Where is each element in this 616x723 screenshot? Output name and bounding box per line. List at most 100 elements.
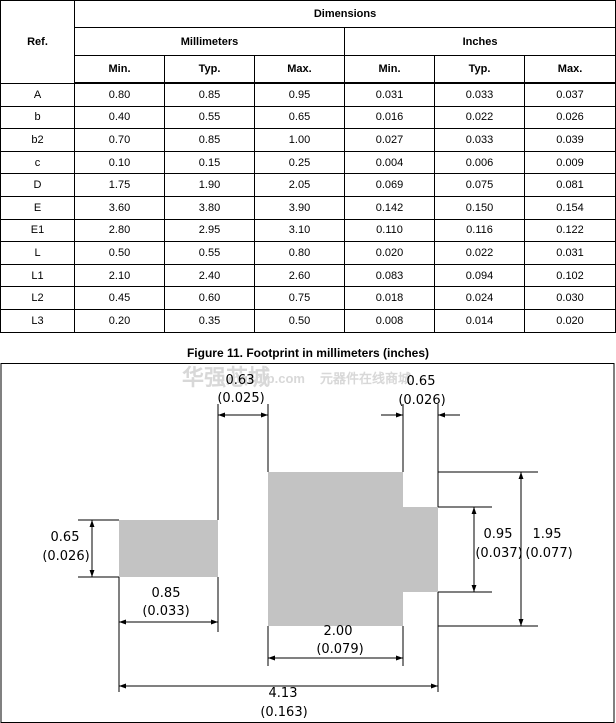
mm-typ-cell: 0.55 — [164, 105, 255, 130]
in-typ-cell: 0.150 — [434, 195, 525, 220]
ref-cell: D — [0, 173, 75, 197]
total-height-in-label: (0.077) — [525, 546, 572, 561]
mm-max-header: Max. — [254, 55, 345, 84]
in-max-cell: 0.020 — [523, 308, 616, 333]
total-width-in-label: (0.163) — [260, 705, 307, 720]
watermark-slogan: 元器件在线商城 — [320, 371, 411, 386]
tab-height-in-label: (0.037) — [475, 546, 522, 561]
ref-cell: E1 — [0, 218, 75, 243]
in-typ-cell: 0.033 — [434, 128, 525, 152]
mm-min-cell: 3.60 — [74, 195, 165, 220]
right-width-mm-label: 2.00 — [324, 624, 353, 639]
mm-typ-header: Typ. — [164, 55, 255, 84]
notch-mm-label: 0.65 — [407, 374, 436, 389]
mm-typ-cell: 0.85 — [164, 82, 255, 107]
gap-mm-label: 0.63 — [226, 373, 255, 388]
mm-max-cell: 0.95 — [254, 82, 345, 107]
mm-typ-cell: 1.90 — [164, 173, 255, 197]
in-typ-header: Typ. — [434, 55, 525, 84]
mm-min-cell: 0.70 — [74, 128, 165, 152]
notch-in-label: (0.026) — [398, 393, 445, 408]
in-max-cell: 0.026 — [523, 105, 616, 130]
in-max-cell: 0.122 — [523, 218, 616, 243]
total-height-mm-label: 1.95 — [533, 527, 562, 542]
mm-min-cell: 0.40 — [74, 105, 165, 130]
mm-min-header: Min. — [74, 55, 165, 84]
mm-max-cell: 2.05 — [254, 173, 345, 197]
mm-max-cell: 0.75 — [254, 286, 345, 310]
in-min-cell: 0.018 — [344, 286, 435, 310]
mm-min-cell: 0.45 — [74, 286, 165, 310]
mm-typ-cell: 3.80 — [164, 195, 255, 220]
mm-max-cell: 0.50 — [254, 308, 345, 333]
right-pad — [268, 472, 438, 626]
inches-header: Inches — [343, 27, 616, 56]
in-min-header: Min. — [344, 55, 435, 84]
mm-max-cell: 3.90 — [254, 195, 345, 220]
ref-cell: b — [0, 105, 75, 130]
mm-min-cell: 0.50 — [74, 241, 165, 265]
in-min-cell: 0.083 — [344, 263, 435, 288]
mm-max-cell: 1.00 — [254, 128, 345, 152]
mm-min-cell: 2.80 — [74, 218, 165, 243]
in-max-cell: 0.102 — [523, 263, 616, 288]
mm-min-cell: 1.75 — [74, 173, 165, 197]
mm-min-cell: 0.80 — [74, 82, 165, 107]
in-typ-cell: 0.094 — [434, 263, 525, 288]
in-max-header: Max. — [523, 55, 616, 84]
ref-cell: b2 — [0, 128, 75, 152]
left-width-mm-label: 0.85 — [152, 586, 181, 601]
in-min-cell: 0.031 — [344, 82, 435, 107]
mm-typ-cell: 0.35 — [164, 308, 255, 333]
mm-min-cell: 2.10 — [74, 263, 165, 288]
ref-cell: A — [0, 82, 75, 107]
watermark-brand: 华强芯城 — [182, 365, 270, 390]
right-width-in-label: (0.079) — [316, 642, 363, 657]
ref-cell: c — [0, 150, 75, 175]
figure-title: Figure 11. Footprint in millimeters (inc… — [186, 346, 430, 360]
in-max-cell: 0.031 — [523, 241, 616, 265]
mm-typ-cell: 2.40 — [164, 263, 255, 288]
ref-cell: L1 — [0, 263, 75, 288]
mm-max-cell: 0.25 — [254, 150, 345, 175]
mm-max-cell: 2.60 — [254, 263, 345, 288]
mm-typ-cell: 2.95 — [164, 218, 255, 243]
gap-in-label: (0.025) — [217, 391, 264, 406]
left-width-in-label: (0.033) — [142, 604, 189, 619]
in-typ-cell: 0.022 — [434, 105, 525, 130]
mm-typ-cell: 0.60 — [164, 286, 255, 310]
footprint-drawing: 华强芯城 hqchip.com 元器件在线商城 0.63 — [0, 363, 615, 723]
in-typ-cell: 0.006 — [434, 150, 525, 175]
in-typ-cell: 0.014 — [434, 308, 525, 333]
mm-min-cell: 0.10 — [74, 150, 165, 175]
ref-cell: L2 — [0, 286, 75, 310]
left-height-in-label: (0.026) — [42, 549, 89, 564]
mm-min-cell: 0.20 — [74, 308, 165, 333]
in-max-cell: 0.039 — [523, 128, 616, 152]
in-max-cell: 0.081 — [523, 173, 616, 197]
dimensions-table: Ref. Dimensions Millimeters Inches Min. … — [0, 0, 616, 333]
in-min-cell: 0.008 — [344, 308, 435, 333]
in-min-cell: 0.142 — [344, 195, 435, 220]
in-max-cell: 0.154 — [523, 195, 616, 220]
in-min-cell: 0.004 — [344, 150, 435, 175]
in-max-cell: 0.030 — [523, 286, 616, 310]
in-typ-cell: 0.022 — [434, 241, 525, 265]
in-typ-cell: 0.024 — [434, 286, 525, 310]
mm-typ-cell: 0.55 — [164, 241, 255, 265]
mm-typ-cell: 0.85 — [164, 128, 255, 152]
in-max-cell: 0.037 — [523, 82, 616, 107]
left-pad — [119, 520, 218, 577]
ref-header: Ref. — [0, 0, 75, 84]
in-typ-cell: 0.033 — [434, 82, 525, 107]
in-min-cell: 0.069 — [344, 173, 435, 197]
